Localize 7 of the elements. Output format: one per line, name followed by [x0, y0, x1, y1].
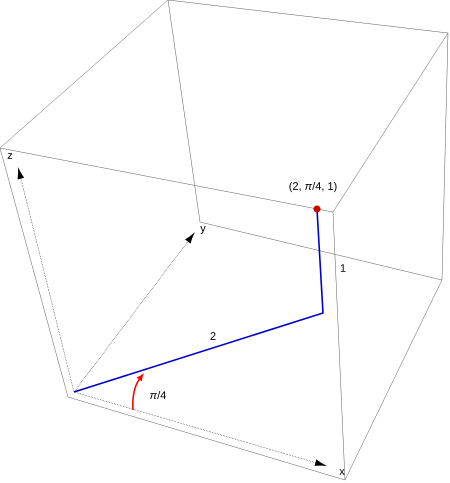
length-label: 1 — [340, 264, 346, 272]
axis-label: x — [339, 469, 345, 475]
length-label: 2 — [210, 332, 216, 340]
point-label: (2, π/4, 1) — [289, 182, 337, 192]
axis-label: y — [200, 226, 206, 234]
axis-label: z — [8, 153, 12, 159]
angle-label: π/4 — [150, 390, 166, 400]
